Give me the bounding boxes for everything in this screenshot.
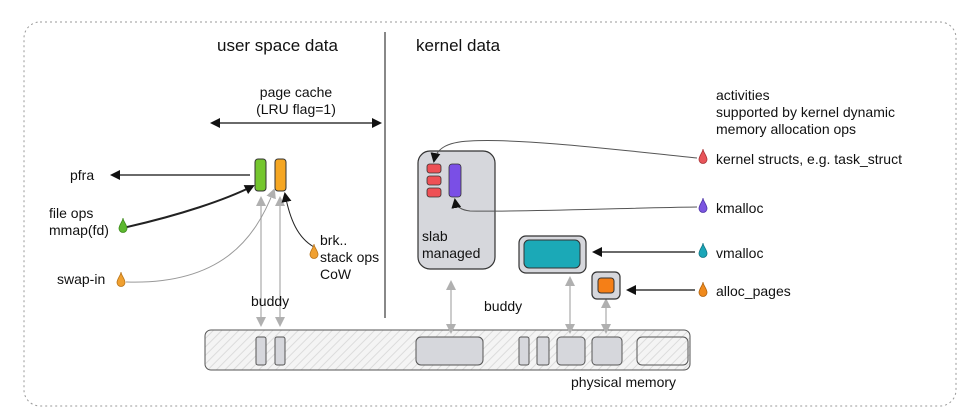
phys-block-vmalloc (556, 336, 586, 366)
pfra-label: pfra (70, 167, 95, 183)
buddy-arrows (256, 196, 611, 334)
slab-purple-object (448, 163, 462, 198)
page-cache-green (254, 158, 267, 192)
brk-arrow (281, 192, 315, 248)
drop-file-ops (118, 217, 128, 233)
activity-vmalloc-label: vmalloc (716, 245, 764, 261)
phys-block-user-2 (274, 336, 286, 366)
activity-kmalloc-label: kmalloc (716, 200, 764, 216)
buddy-label-kernel: buddy (484, 298, 523, 314)
vmalloc-area (523, 239, 581, 269)
slab-label: slab managed (422, 228, 481, 261)
phys-block-slab (415, 336, 484, 366)
phys-block-free (636, 336, 689, 366)
file-ops-arrow (126, 185, 255, 228)
drop-kernel-structs (698, 148, 708, 164)
buddy-label-user: buddy (251, 293, 290, 309)
outer-frame (23, 21, 957, 407)
user-space-heading: user space data (217, 36, 338, 55)
activity-alloc-pages-label: alloc_pages (716, 283, 791, 299)
file-ops-label: file ops mmap(fd) (49, 205, 109, 238)
drop-alloc-pages (698, 281, 708, 297)
physical-memory-label: physical memory (571, 374, 677, 390)
page-cache-label: page cache (LRU flag=1) (256, 84, 336, 117)
physical-memory-blocks (255, 336, 689, 366)
kmalloc-arrow (451, 198, 698, 212)
activity-kernel-structs-label: kernel structs, e.g. task_struct (716, 151, 902, 167)
slab-red-objects (426, 163, 442, 198)
task-struct-arrow (430, 140, 698, 163)
brk-label: brk.. stack ops CoW (320, 232, 380, 282)
phys-block-small-2 (536, 336, 550, 366)
drop-swap-in (116, 271, 126, 287)
swap-in-arrow (125, 188, 276, 283)
phys-block-pages (591, 336, 623, 366)
drop-kmalloc (698, 197, 708, 213)
activities-heading: activities supported by kernel dynamic m… (716, 87, 895, 137)
alloc-pages-page (597, 277, 615, 294)
drop-brk (309, 243, 319, 259)
swap-in-label: swap-in (57, 271, 106, 287)
kernel-heading: kernel data (416, 36, 501, 55)
phys-block-small-1 (518, 336, 530, 366)
page-cache-orange (274, 158, 287, 192)
phys-block-user-1 (255, 336, 267, 366)
drop-vmalloc (698, 242, 708, 258)
